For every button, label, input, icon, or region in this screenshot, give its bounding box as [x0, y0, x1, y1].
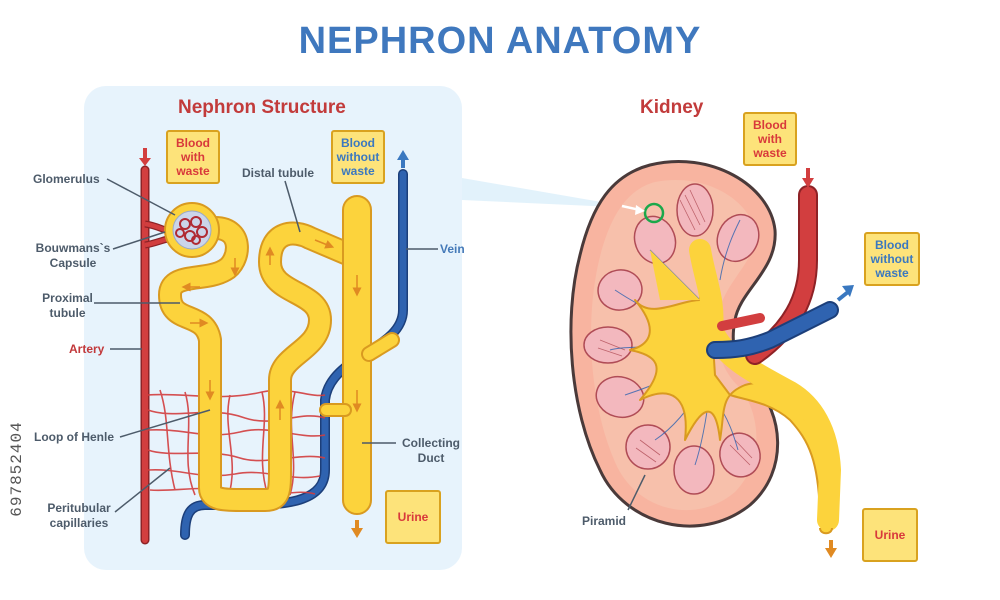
stock-id-watermark: 697852404	[2, 350, 32, 600]
renal-vein	[706, 301, 839, 359]
urine-box: Urine	[385, 490, 441, 544]
label-pyramid: Piramid	[582, 514, 627, 528]
nephron-heading: Nephron Structure	[178, 97, 346, 118]
label-vein: Vein	[440, 242, 465, 256]
tubule-path	[158, 195, 400, 515]
kidney-urine-text: Urine	[874, 528, 906, 542]
bowmans-capsule	[164, 202, 220, 258]
label-artery: Artery	[69, 342, 105, 356]
label-glomerulus: Glomerulus	[33, 172, 100, 186]
blood-without-waste-box: Blood without waste	[331, 130, 385, 184]
nephron-highlight-circle	[643, 202, 665, 224]
kidney-blood-without-waste-box: Blood without waste	[864, 232, 920, 286]
label-collecting-duct: Collecting Duct	[401, 436, 460, 465]
kidney-heading: Kidney	[640, 97, 704, 118]
renal-pelvis	[629, 239, 842, 531]
artery-vessel	[140, 165, 177, 545]
label-bowmans-capsule: Bouwmans`s Capsule	[35, 241, 111, 270]
label-loop-of-henle: Loop of Henle	[34, 430, 114, 444]
blood-without-waste-text: Blood without waste	[336, 136, 380, 178]
label-proximal-tubule: Proximal tubule	[42, 291, 93, 320]
stock-id-text: 697852404	[8, 421, 26, 517]
page-title: NEPHRON ANATOMY	[298, 20, 702, 62]
kidney-urine-box: Urine	[862, 508, 918, 562]
kidney-blood-without-waste-text: Blood without waste	[870, 238, 914, 280]
urine-text: Urine	[397, 510, 429, 524]
kidney-blood-with-waste-box: Blood with waste	[743, 112, 797, 166]
blood-with-waste-box: Blood with waste	[166, 130, 220, 184]
kidney-blood-with-waste-text: Blood with waste	[753, 118, 787, 160]
blood-with-waste-text: Blood with waste	[176, 136, 210, 178]
glomerulus-tuft	[175, 216, 208, 245]
label-distal-tubule: Distal tubule	[242, 166, 315, 180]
peritubular-capillaries	[147, 389, 326, 499]
label-peritubular-capillaries: Peritubular capillaries	[47, 501, 111, 530]
